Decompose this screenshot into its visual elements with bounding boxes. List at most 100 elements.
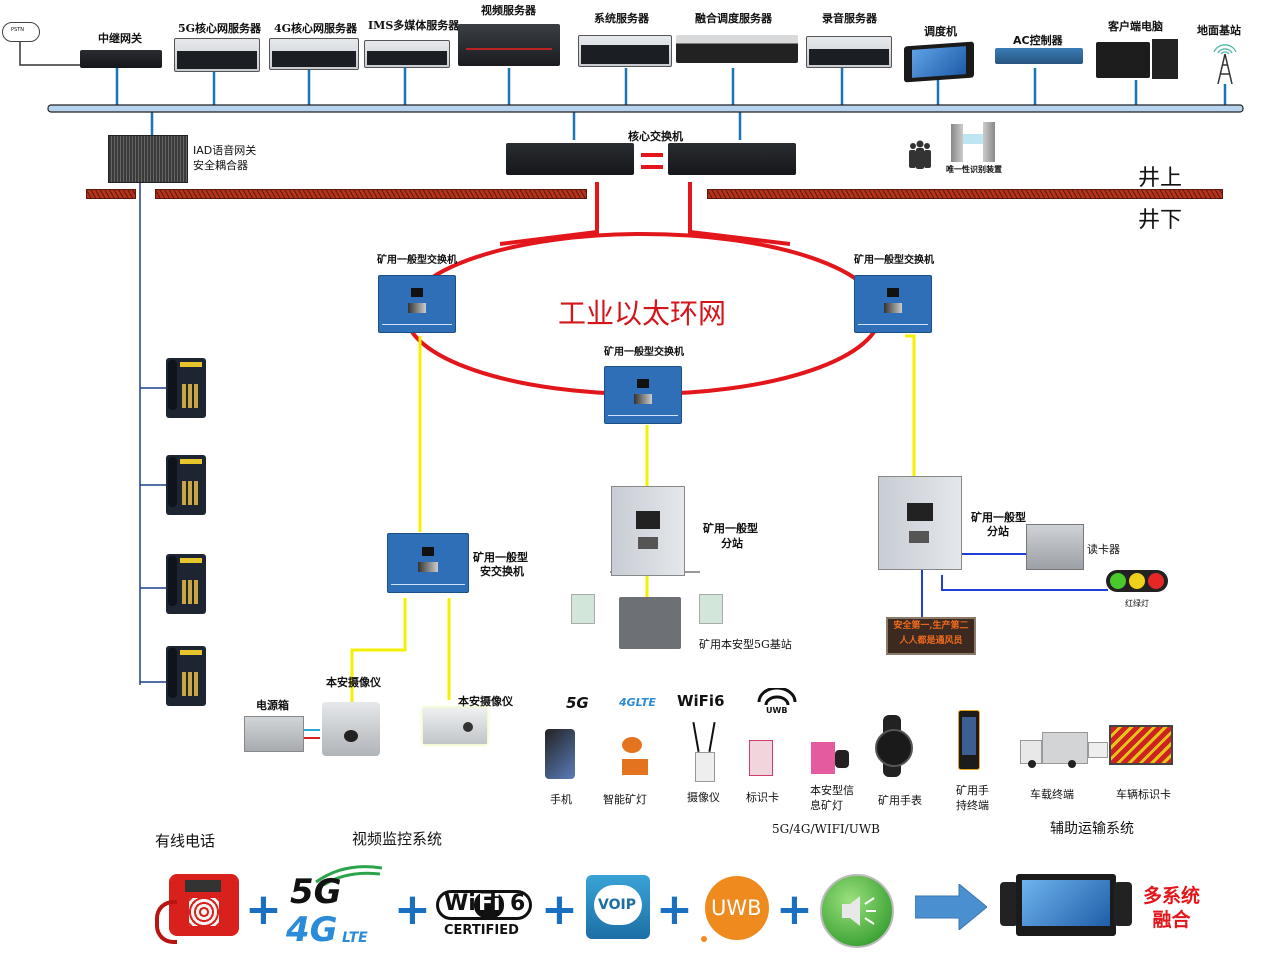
label-card-reader: 读卡器 (1087, 543, 1120, 556)
label-core4g: 4G核心网服务器 (274, 22, 358, 35)
label-wireless-group: 5G/4G/WIFI/UWB (772, 822, 880, 836)
label-substation-center-1: 矿用一般型 (703, 522, 758, 535)
mine-phone-1 (166, 358, 206, 418)
antenna-right (699, 594, 723, 624)
label-coupler: 安全耦合器 (193, 159, 248, 172)
truck (1020, 730, 1088, 768)
ac-controller (995, 48, 1083, 64)
label-transport-group: 辅助运输系统 (1050, 821, 1134, 837)
safe-switch (387, 533, 469, 593)
logo-4g-text: 4G (286, 910, 338, 950)
arrow-right-icon (914, 882, 988, 932)
backbone-bus (47, 104, 1244, 113)
mine-watch (873, 715, 913, 777)
label-core5g: 5G核心网服务器 (178, 22, 262, 35)
label-safe-switch-1: 矿用一般型 (473, 551, 528, 564)
handheld-terminal (958, 710, 980, 770)
mine-phone-3 (166, 554, 206, 614)
label-switch-left: 矿用一般型交换机 (377, 255, 457, 266)
label-wired-phone: 有线电话 (155, 832, 216, 850)
label-camera-device: 摄像仪 (687, 791, 720, 804)
wifi-text-a: Wi (444, 891, 476, 916)
trunk-gateway (80, 50, 162, 68)
power-box (244, 716, 304, 752)
label-above-ground: 井上 (1138, 166, 1183, 191)
core-switch-b (668, 143, 796, 175)
mine-phone-4 (166, 646, 206, 706)
uwb-logo-text: UWB (711, 896, 762, 920)
plus-5: + (776, 884, 813, 935)
iad-gateway (108, 135, 188, 183)
wifi-text-b (474, 892, 504, 918)
mine-locomotive (1109, 725, 1173, 765)
dispatch-server (676, 35, 798, 63)
label-handheld: 矿用手 持终端 (956, 784, 989, 812)
label-base-station-5g: 矿用本安型5G基站 (699, 638, 792, 651)
ring-switch-center (604, 366, 682, 424)
ring-switch-left (378, 275, 456, 333)
core4g-server (269, 38, 359, 70)
label-mobile-phone: 手机 (550, 793, 572, 806)
wifi-text-b-label: Fi (478, 891, 501, 916)
uwb-text: UWB (766, 706, 788, 715)
uwb-icon: UWB (755, 686, 799, 716)
label-record-server: 录音服务器 (822, 12, 877, 25)
label-client-pc: 客户端电脑 (1108, 20, 1163, 33)
uwb-logo: UWB (701, 876, 771, 942)
label-trunk-gateway: 中继网关 (98, 32, 142, 45)
label-watch: 矿用手表 (878, 794, 922, 807)
speaker-icon (820, 874, 894, 948)
label-substation-right-2: 分站 (987, 525, 1009, 538)
turnstile-icon (951, 122, 995, 162)
label-safe-switch-2: 安交换机 (480, 565, 524, 578)
client-tower (1152, 39, 1178, 79)
ring-switch-right (854, 275, 932, 333)
boundary-right (707, 189, 1223, 199)
label-vehicle-card: 车辆标识卡 (1116, 788, 1171, 801)
label-switch-right: 矿用一般型交换机 (854, 255, 934, 266)
voip-icon: VOIP (586, 875, 650, 939)
label-info-lamp: 本安型信 息矿灯 (810, 784, 854, 812)
label-camera-1: 本安摄像仪 (326, 676, 381, 689)
system-server (578, 35, 672, 67)
label-substation-right-1: 矿用一般型 (971, 511, 1026, 524)
logo-wifi6: Wi Fi 6 CERTIFIED (436, 890, 536, 940)
label-power-box: 电源箱 (256, 699, 289, 712)
wifi-certified: CERTIFIED (444, 923, 519, 938)
mine-phone-2 (166, 455, 206, 515)
traffic-light (1106, 570, 1168, 592)
antenna-left (571, 594, 595, 624)
led-sign: 安全第一,生产第二 人人都是通风员 (886, 617, 976, 655)
plus-3: + (541, 884, 578, 935)
phone-device (545, 729, 575, 779)
logo-5g-4g: 5G 4G LTE (284, 862, 384, 950)
substation-right (878, 476, 962, 570)
led-line-2: 人人都是通风员 (899, 636, 963, 646)
logo-5g-small: 5G (566, 694, 589, 712)
label-id-card: 标识卡 (746, 791, 779, 804)
label-video-monitor: 视频监控系统 (352, 830, 443, 848)
label-dispatch-server: 融合调度服务器 (695, 12, 772, 25)
label-iad: IAD语音网关 (193, 144, 257, 157)
camera-2 (423, 708, 487, 744)
dispatch-console-result (1000, 872, 1136, 942)
logo-5g-text: 5G (290, 872, 342, 912)
people-icon (905, 140, 935, 170)
plus-1: + (245, 884, 282, 935)
uplinks (115, 68, 1227, 140)
label-ac-controller: AC控制器 (1013, 34, 1063, 47)
card-reader (1026, 524, 1084, 570)
ring-title: 工业以太环网 (558, 297, 727, 330)
label-video-server: 视频服务器 (481, 4, 536, 17)
info-lamp (807, 716, 853, 778)
boundary-mid (155, 189, 587, 199)
result-line-1: 多系统 (1143, 885, 1201, 907)
dispatcher-console (904, 41, 974, 83)
label-substation-center-2: 分站 (721, 537, 743, 550)
ims-server (364, 40, 450, 68)
plus-4: + (656, 884, 693, 935)
label-dispatcher: 调度机 (924, 25, 957, 38)
voip-text: VOIP (598, 897, 636, 913)
pstn-label: PSTN (11, 27, 24, 33)
record-server (806, 36, 892, 68)
